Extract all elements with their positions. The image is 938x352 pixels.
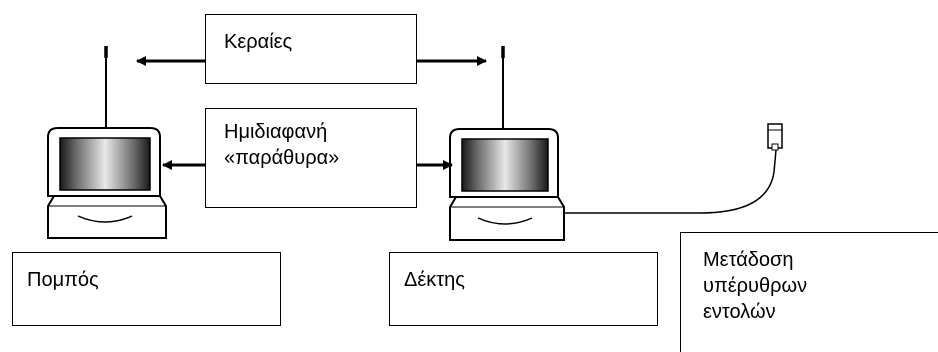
remote-commands-label-box: Μετάδοση υπέρυθρων εντολών bbox=[680, 232, 938, 352]
windows-label-line2: «παράθυρα» bbox=[224, 147, 340, 169]
antennas-label: Κεραίες bbox=[224, 31, 293, 53]
remote-label-line1: Μετάδοση bbox=[703, 249, 794, 271]
windows-label-box: Ημιδιαφανή «παράθυρα» bbox=[205, 108, 417, 208]
remote-label-line2: υπέρυθρων bbox=[703, 275, 808, 297]
transmitter-label-box: Πομπός bbox=[12, 252, 281, 326]
receiver-device bbox=[449, 128, 565, 241]
receiver-label: Δέκτης bbox=[404, 269, 465, 291]
transmitter-device bbox=[47, 127, 167, 239]
transmitter-label: Πομπός bbox=[27, 269, 99, 291]
diagram-canvas bbox=[47, 46, 783, 241]
windows-label-line1: Ημιδιαφανή bbox=[224, 121, 328, 143]
receiver-label-box: Δέκτης bbox=[389, 252, 658, 326]
antennas-label-box: Κεραίες bbox=[205, 14, 417, 84]
infrared-sensor-icon bbox=[767, 123, 783, 151]
remote-label-line3: εντολών bbox=[703, 301, 776, 323]
infrared-cable bbox=[564, 149, 777, 214]
